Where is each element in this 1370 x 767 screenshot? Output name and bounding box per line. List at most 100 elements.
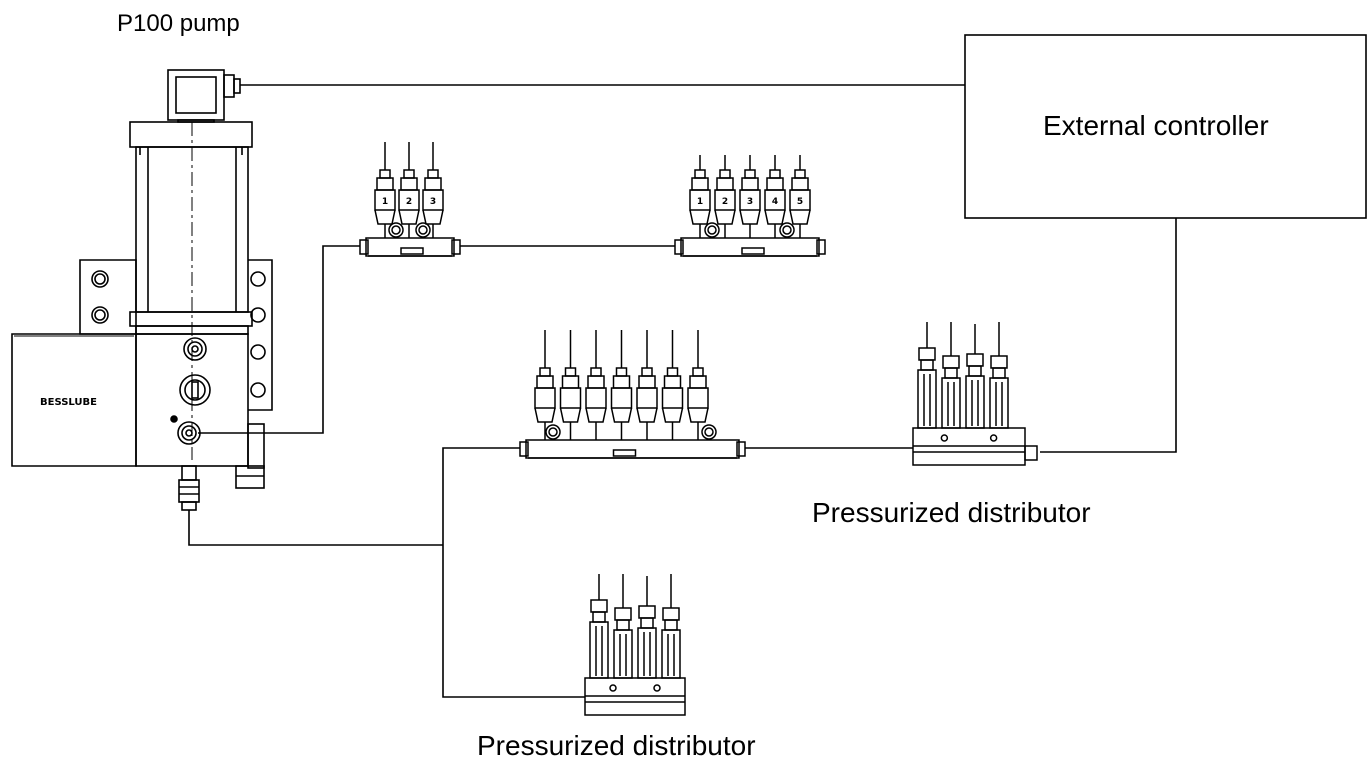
outlet-body (585, 387, 607, 409)
distributor-label-plate (400, 247, 424, 255)
distributor-outlet (559, 330, 582, 440)
outlet-nut (539, 367, 551, 377)
distributor-outlet (534, 330, 556, 440)
injector-body (589, 621, 609, 679)
injector-body (613, 629, 633, 679)
pump-brand-label: BESSLUBE (40, 397, 97, 408)
outlet-body (559, 387, 582, 409)
distributor-inlet-fitting (519, 441, 529, 457)
injector-cap (590, 599, 608, 613)
injector-cap (662, 607, 680, 621)
outlet-taper (687, 407, 709, 423)
outlet-fitting (766, 177, 784, 191)
outlet-nut (719, 169, 731, 179)
outlet-nut (692, 367, 704, 377)
outlet-body (789, 189, 811, 211)
distributor-check-valve-inner (391, 225, 401, 235)
distributor-outlet (610, 330, 633, 440)
distributor-outlet (687, 330, 709, 440)
distributor-check-valve-inner (707, 225, 717, 235)
outlet-body (714, 189, 736, 211)
outlet-nut (794, 169, 806, 179)
outlet-nut (427, 169, 439, 179)
distributor-check-valve-inner (782, 225, 792, 235)
outlet-number: 2 (406, 197, 412, 207)
outlet-taper (374, 209, 396, 225)
p100-pump (11, 69, 273, 511)
injector-cap (638, 605, 656, 619)
line-to-large-distributor (442, 447, 520, 545)
pressurized-distributor-bottom (584, 574, 686, 716)
distributor-outlet (585, 330, 607, 440)
outlet-fitting (791, 177, 809, 191)
pump-fitting-middle (179, 374, 211, 406)
distributor-outlet-fitting (736, 441, 746, 457)
injector-nut (968, 365, 982, 377)
outlet-body (534, 387, 556, 409)
outlet-number: 3 (430, 197, 436, 207)
injector-body (941, 377, 961, 429)
outlet-body (610, 387, 633, 409)
injector-body (637, 627, 657, 679)
outlet-body (422, 189, 444, 211)
distributor-check-valve-inner (418, 225, 428, 235)
distributor-outlet: 3 (739, 155, 761, 238)
distributor-check-valve (388, 222, 404, 238)
distributor-check-valve (415, 222, 431, 238)
outlet-taper (764, 209, 786, 225)
distributor-label-plate (741, 247, 765, 255)
line-pump-to-small-distributor (198, 245, 360, 434)
distributor-check-valve (779, 222, 795, 238)
outlet-fitting (638, 375, 656, 389)
pump-reservoir-cap (129, 121, 253, 148)
distributor-outlet (661, 330, 684, 440)
outlet-fitting (689, 375, 707, 389)
signal-line-controller-distributor (1040, 218, 1177, 453)
distributor-outlet: 2 (398, 142, 420, 238)
outlet-nut (744, 169, 756, 179)
distributor-check-valve (704, 222, 720, 238)
outlet-nut (379, 169, 391, 179)
outlet-body (661, 387, 684, 409)
distributor-outlet: 1 (689, 155, 711, 238)
outlet-taper (739, 209, 761, 225)
outlet-fitting (691, 177, 709, 191)
distributor-outlet: 1 (374, 142, 396, 238)
distributor-outlet-fitting (816, 239, 826, 255)
outlet-nut (403, 169, 415, 179)
injector-body (917, 369, 937, 429)
outlet-nut (769, 169, 781, 179)
outlet-body (689, 189, 711, 211)
pressurized-hole (940, 434, 949, 442)
outlet-body (687, 387, 709, 409)
outlet-body (764, 189, 786, 211)
distributor-inlet-fitting (674, 239, 684, 255)
injector-body (661, 629, 681, 679)
injector-nut (640, 617, 654, 629)
distributor-check-valve-inner (704, 427, 714, 437)
outlet-body (739, 189, 761, 211)
injector-cap (918, 347, 936, 361)
outlet-taper (789, 209, 811, 225)
external-controller-label: External controller (1043, 110, 1269, 141)
outlet-body (636, 387, 658, 409)
external-controller-box (964, 34, 1367, 219)
outlet-taper (585, 407, 607, 423)
connection-lines (188, 84, 1177, 698)
injector-nut (592, 611, 606, 623)
pressurized-distributor-right (912, 322, 1038, 466)
injector-cap (990, 355, 1008, 369)
injector-nut (664, 619, 678, 631)
outlet-taper (422, 209, 444, 225)
pressurized-hole (609, 684, 617, 692)
outlet-nut (641, 367, 653, 377)
pump-title: P100 pump (117, 10, 240, 37)
distributor-check-valve-inner (548, 427, 558, 437)
injector-body (989, 377, 1009, 429)
outlet-body (374, 189, 396, 211)
injector-cap (966, 353, 984, 367)
injector-cap (942, 355, 960, 369)
outlet-fitting (376, 177, 394, 191)
